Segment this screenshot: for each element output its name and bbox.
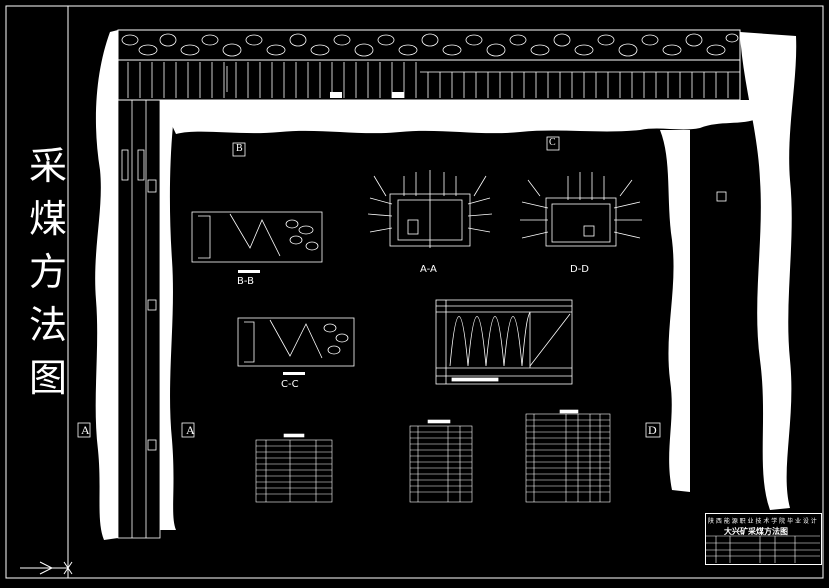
table-1 [255,433,333,503]
seam-far-right [740,32,797,510]
marker-b-top: B [236,143,243,154]
face-conveyor [299,92,431,109]
cc-scale-bar [283,372,305,375]
table-2 [409,419,473,503]
section-bb-drawing [191,211,323,263]
title-char-5: 图 [28,356,67,400]
seam-inner-column [160,100,176,530]
cycle-operation-chart [435,299,573,385]
title-block-school: 陕 西 能 源 职 业 技 术 学 院 毕 业 设 计 [708,518,817,525]
bb-scale-bar [238,270,260,273]
drawing-title-vertical: 采 煤 方 法 图 [22,140,74,405]
section-dd-drawing [520,172,642,247]
title-block-grid [705,535,820,563]
marker-a-right: A [186,423,195,437]
table-3 [525,409,611,503]
marker-a-left: A [81,423,90,437]
section-dd-label: D-D [570,264,590,275]
gob-zone [117,29,741,61]
section-aa-label: A-A [420,264,437,275]
title-block-drawing-name: 大兴矿采煤方法图 [724,527,788,536]
section-cc-label: C-C [281,379,299,390]
section-bb-label: B-B [237,276,254,287]
marker-d-left: D [648,423,657,437]
outer-frame [5,5,824,579]
working-face [117,59,741,101]
seam-right-band [660,130,690,492]
marker-d-right: D [768,423,777,437]
hydraulic-supports [127,62,740,98]
gob-rocks [121,33,739,57]
section-markers [77,66,781,438]
title-char-4: 法 [28,303,67,347]
section-cc-drawing [237,317,355,367]
ucs-arrow [39,561,54,575]
seam-left-band [95,30,118,540]
title-char-3: 方 [28,250,67,294]
ucs-x-mark [63,561,73,575]
seam-top-band [160,100,760,134]
title-char-2: 煤 [28,197,67,241]
section-aa-drawing [367,170,493,248]
title-block: 陕 西 能 源 职 业 技 术 学 院 毕 业 设 计 大兴矿采煤方法图 [705,513,822,565]
left-roadway [117,99,161,539]
title-char-1: 采 [28,144,67,188]
marker-c-top: C [549,137,556,148]
